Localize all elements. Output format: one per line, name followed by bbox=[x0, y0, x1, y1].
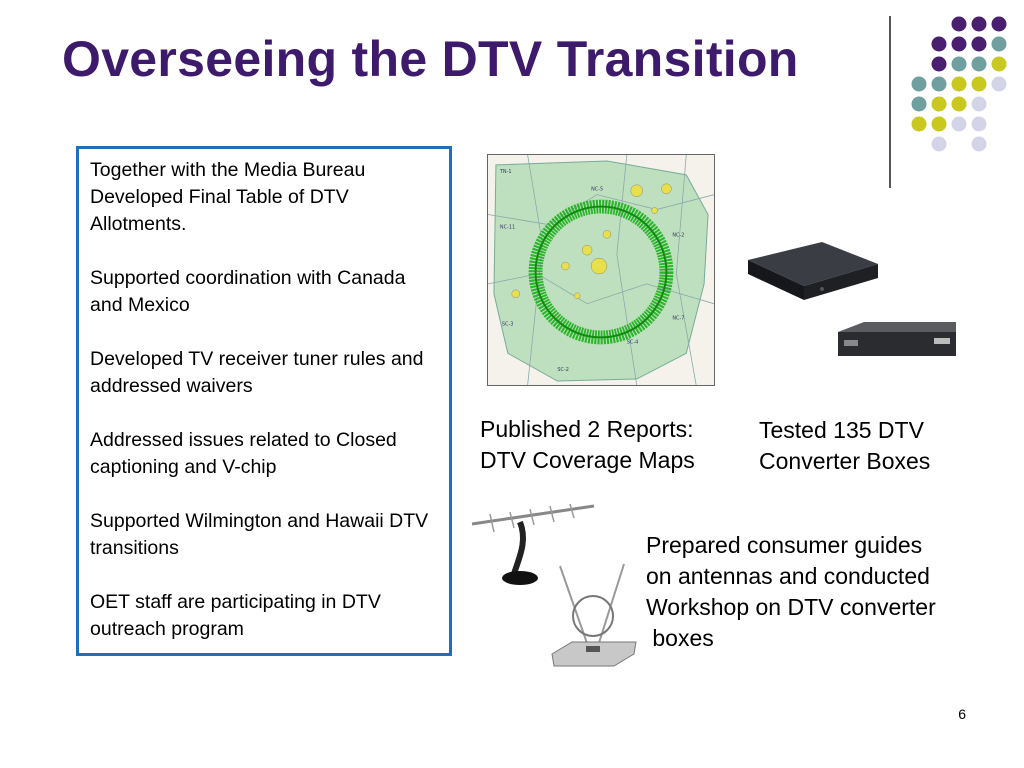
decorative-dot bbox=[971, 36, 987, 52]
caption-line: Prepared consumer guides bbox=[646, 532, 923, 558]
bullet-item: Addressed issues related to Closed capti… bbox=[90, 429, 397, 478]
decorative-dot bbox=[971, 76, 987, 92]
decorative-dot bbox=[971, 16, 987, 32]
bullet-box: Together with the Media Bureau Developed… bbox=[76, 146, 452, 656]
tested-caption: Tested 135 DTV Converter Boxes bbox=[759, 415, 930, 477]
bullet-item: Developed TV receiver tuner rules and ad… bbox=[90, 348, 424, 397]
decorative-dot bbox=[991, 36, 1007, 52]
decorative-dot bbox=[951, 56, 967, 72]
decorative-dot bbox=[971, 136, 987, 152]
caption-line: boxes bbox=[646, 625, 714, 651]
svg-text:SC-2: SC-2 bbox=[557, 367, 569, 373]
decorative-dot bbox=[951, 96, 967, 112]
svg-text:NC-2: NC-2 bbox=[672, 232, 684, 238]
caption-line: Published 2 Reports: bbox=[480, 416, 694, 442]
decorative-dot bbox=[971, 56, 987, 72]
svg-text:NC-5: NC-5 bbox=[591, 187, 603, 193]
bullet-item: Supported coordination with Canada and M… bbox=[90, 267, 406, 316]
decorative-dot bbox=[991, 16, 1007, 32]
decorative-dot bbox=[931, 36, 947, 52]
decorative-dot bbox=[911, 96, 927, 112]
decorative-dot bbox=[971, 96, 987, 112]
divider-line bbox=[889, 16, 891, 188]
decorative-dot bbox=[931, 76, 947, 92]
outdoor-antenna-image bbox=[471, 503, 595, 585]
decorative-dot bbox=[911, 116, 927, 132]
guides-caption: Prepared consumer guides on antennas and… bbox=[646, 530, 936, 654]
caption-line: on antennas and conducted bbox=[646, 563, 930, 589]
decorative-dot bbox=[951, 16, 967, 32]
decorative-dot bbox=[991, 56, 1007, 72]
caption-line: Converter Boxes bbox=[759, 448, 931, 474]
decorative-dot bbox=[951, 76, 967, 92]
svg-text:NC-11: NC-11 bbox=[500, 224, 515, 230]
svg-text:SC-3: SC-3 bbox=[502, 322, 514, 328]
converter-box-image bbox=[748, 242, 878, 300]
decorative-dot bbox=[991, 76, 1007, 92]
svg-text:SC-4: SC-4 bbox=[627, 339, 639, 345]
bullet-item: Supported Wilmington and Hawaii DTV tran… bbox=[90, 510, 429, 559]
decorative-dot bbox=[911, 76, 927, 92]
svg-text:TN-1: TN-1 bbox=[499, 169, 512, 175]
caption-line: DTV Coverage Maps bbox=[480, 447, 695, 473]
decorative-dot bbox=[931, 56, 947, 72]
decorative-dot bbox=[931, 96, 947, 112]
converter-box-image bbox=[838, 322, 956, 356]
bullet-item: OET staff are participating in DTV outre… bbox=[90, 591, 381, 640]
page-number: 6 bbox=[958, 706, 966, 722]
caption-line: Workshop on DTV converter bbox=[646, 594, 936, 620]
svg-text:NC-7: NC-7 bbox=[672, 316, 684, 322]
decorative-dot bbox=[951, 36, 967, 52]
decorative-dot bbox=[931, 116, 947, 132]
decorative-dot bbox=[971, 116, 987, 132]
decorative-dots bbox=[911, 16, 1007, 152]
slide-title: Overseeing the DTV Transition bbox=[62, 31, 799, 87]
loop-antenna-image bbox=[551, 563, 637, 667]
decorative-dot bbox=[951, 116, 967, 132]
reports-caption: Published 2 Reports: DTV Coverage Maps bbox=[480, 414, 695, 476]
decorative-dot bbox=[931, 136, 947, 152]
caption-line: Tested 135 DTV bbox=[759, 417, 924, 443]
bullet-item: Together with the Media Bureau Developed… bbox=[90, 159, 366, 235]
